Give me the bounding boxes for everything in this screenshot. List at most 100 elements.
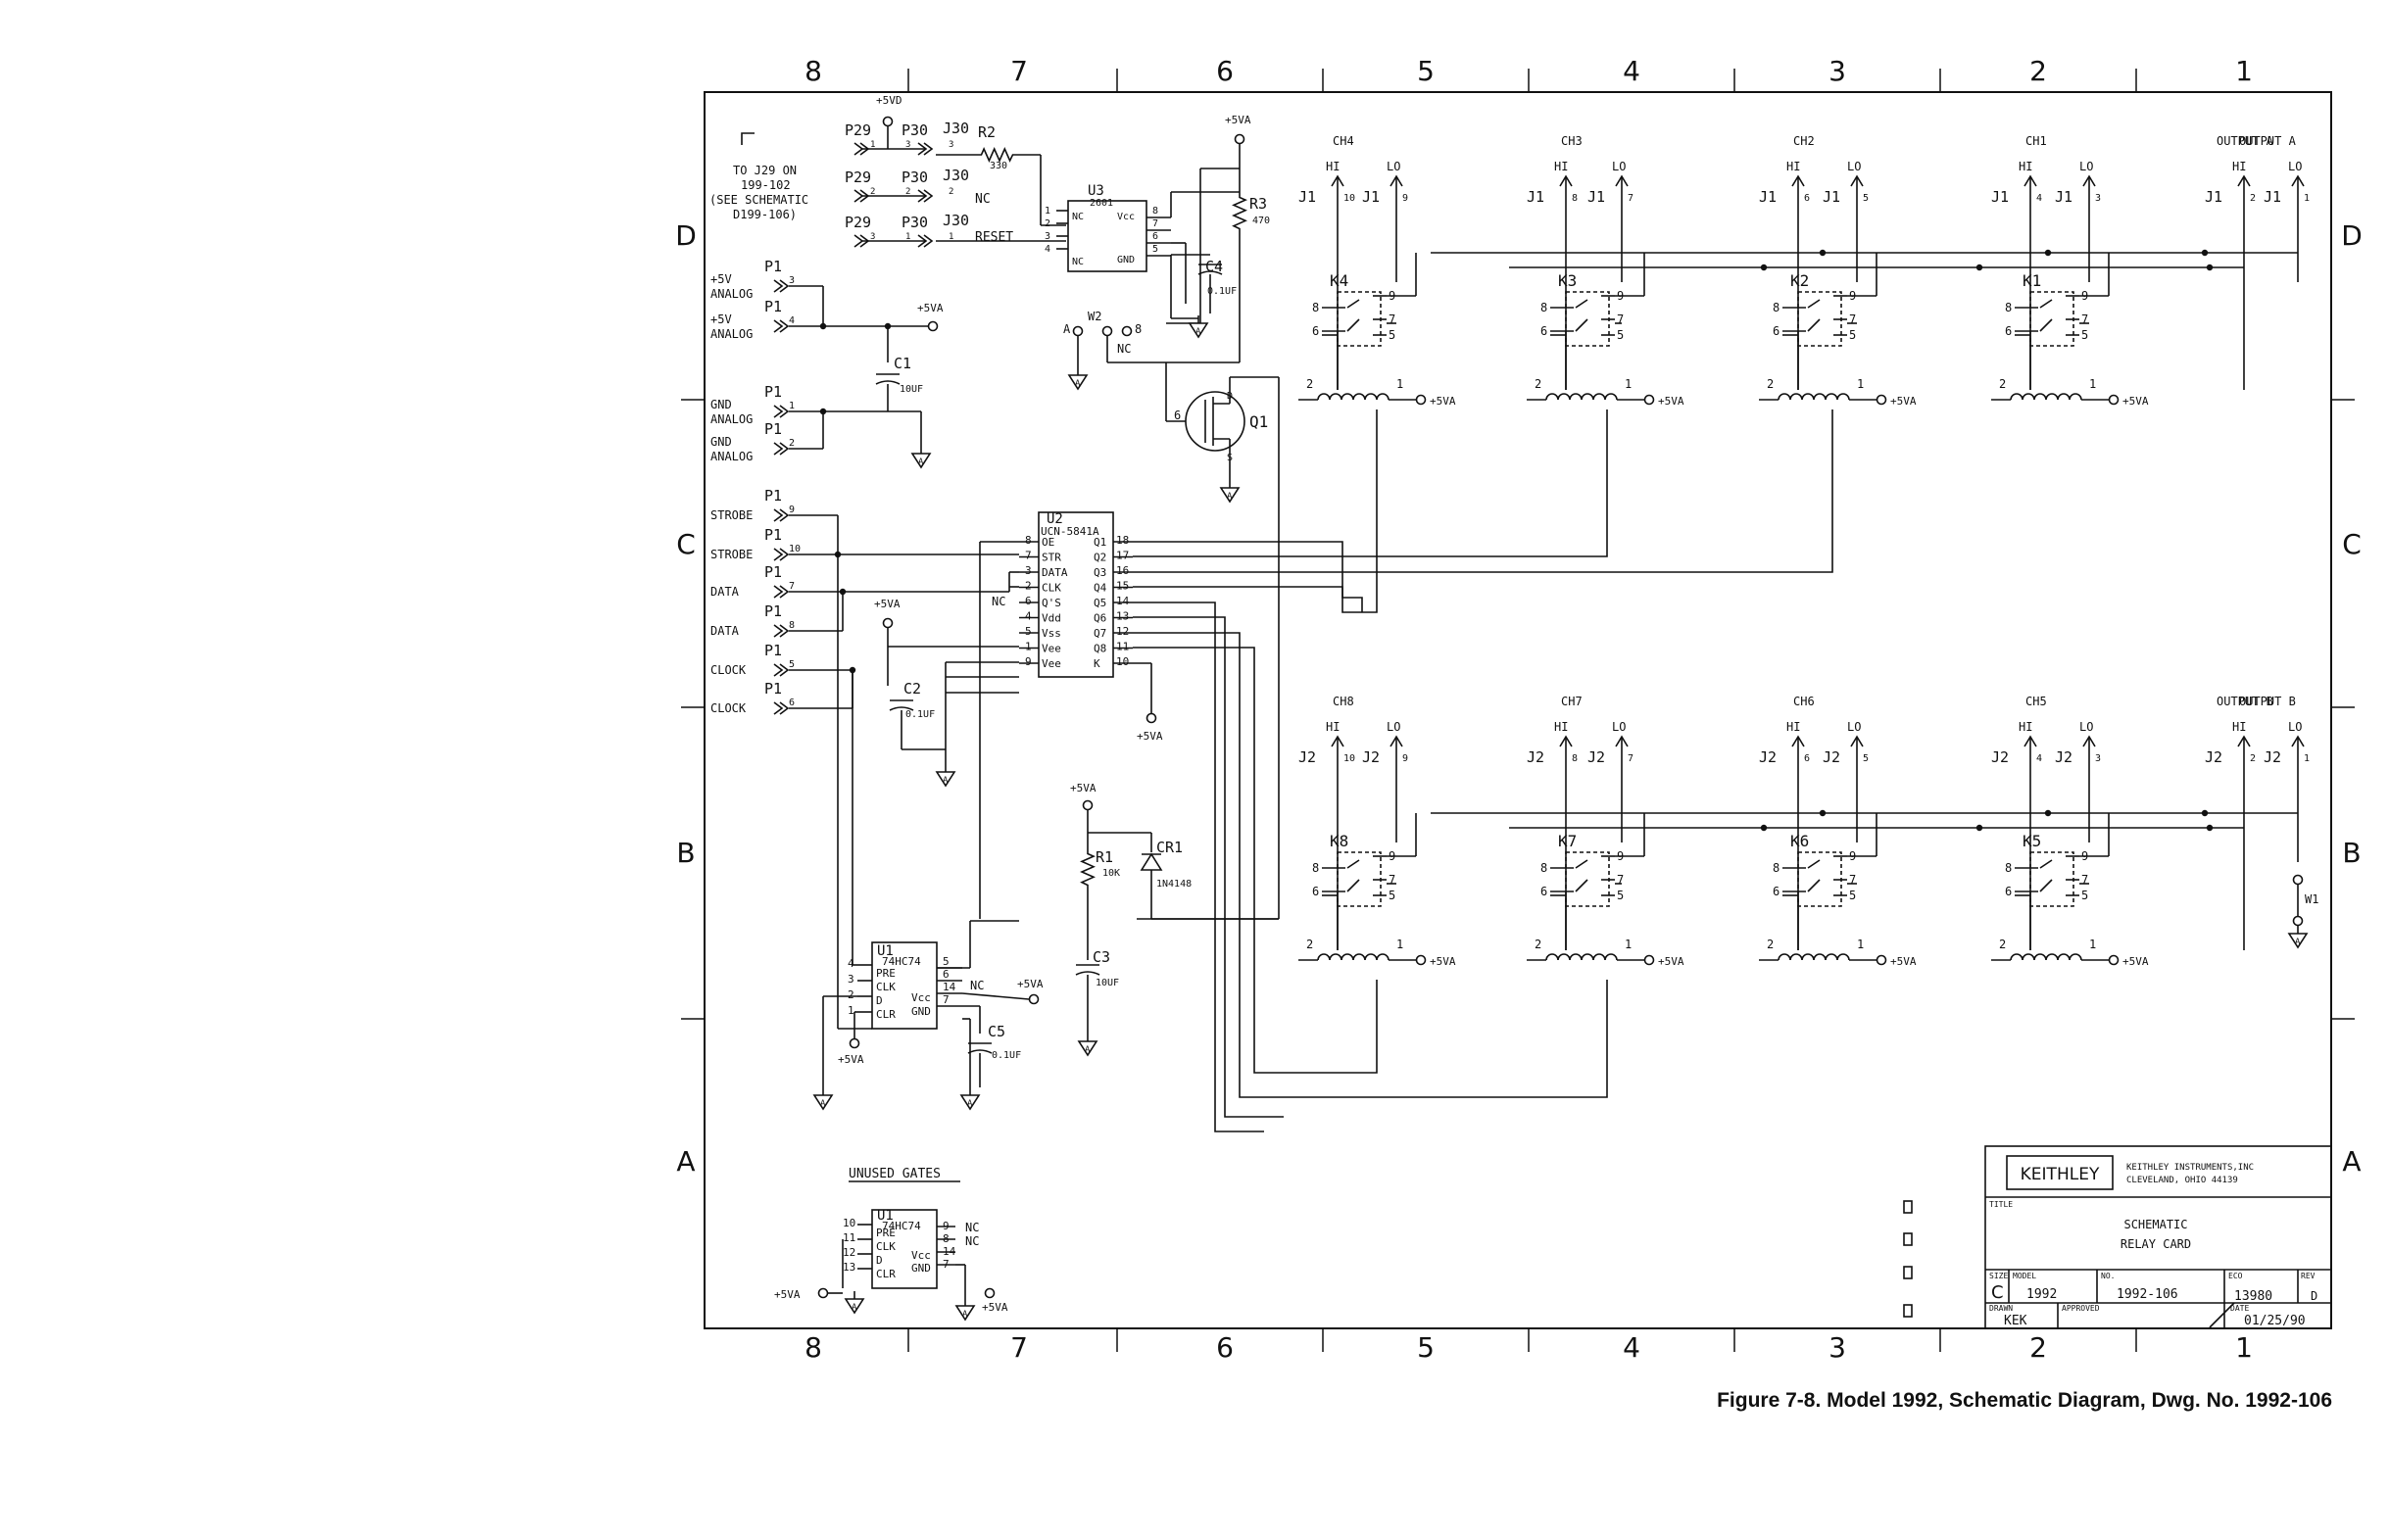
- u2-ic-body: [1038, 511, 1114, 678]
- relay-pin: 8: [1312, 861, 1319, 875]
- channel-label: CH4: [1333, 134, 1354, 148]
- p5va-label: +5VA: [1658, 955, 1684, 968]
- signal-label: CLOCK: [710, 663, 747, 677]
- p1-pin-number: 8: [789, 620, 795, 631]
- c5-value: 0.1UF: [992, 1050, 1021, 1061]
- lo-label: LO: [1612, 160, 1626, 173]
- u2-pin-number: 5: [1025, 625, 1032, 638]
- zone-col-label-bottom: 8: [804, 1331, 822, 1364]
- connector-label: J1: [1587, 188, 1605, 206]
- relay-contact: [2039, 318, 2053, 332]
- pin-number: 3: [905, 140, 910, 150]
- test-point-icon: [1903, 1200, 1913, 1214]
- connector-pin-icon: [779, 663, 790, 677]
- p1-pin-number: 7: [789, 581, 795, 592]
- coil-pin: 1: [1857, 377, 1864, 391]
- wire: [961, 992, 1030, 1000]
- terminal-circle: [927, 320, 939, 332]
- approval-stroke: [2209, 1302, 2235, 1328]
- p5vd-label: +5VD: [876, 94, 902, 107]
- u2-pin-name: Q4: [1094, 582, 1107, 595]
- ground-label: A: [967, 1099, 973, 1109]
- pin-number: 8: [943, 1232, 950, 1245]
- connector-label: J2: [2055, 748, 2072, 766]
- zone-col-label-top: 2: [2029, 55, 2047, 87]
- relay-pin: 7: [1617, 873, 1624, 887]
- p5va-label: +5VA: [2122, 395, 2149, 408]
- j-pin-number: 7: [1628, 193, 1633, 204]
- title-block: [1984, 1145, 2332, 1329]
- relay-label: K6: [1790, 832, 1809, 850]
- pin-number: 9: [943, 1220, 950, 1232]
- size-label: SIZE: [1989, 1272, 2008, 1280]
- j-pin-number: 3: [2095, 753, 2101, 764]
- u1-pin-name: D: [876, 1254, 883, 1267]
- relay-pin: 7: [2081, 873, 2088, 887]
- connector-pin-icon: [923, 189, 934, 203]
- u3-pin-nc: NC: [1072, 212, 1084, 222]
- junction-dot: [2044, 249, 2052, 257]
- up-arrow-icon: [1850, 735, 1864, 747]
- u2-pin-name: Q3: [1094, 566, 1106, 579]
- junction-dot: [819, 322, 827, 330]
- p1-label: P1: [764, 602, 782, 620]
- c4-value: 0.1UF: [1207, 286, 1237, 297]
- zone-col-label-top: 8: [804, 55, 822, 87]
- j30-label: J30: [943, 167, 969, 184]
- relay-pin: 5: [1849, 889, 1856, 902]
- ground-icon: [1077, 1040, 1098, 1057]
- u2-pin-number: 8: [1025, 534, 1032, 547]
- coil-pin: 1: [1625, 377, 1632, 391]
- j-pin-number: 8: [1572, 193, 1578, 204]
- zone-col-label-top: 4: [1623, 55, 1640, 87]
- q1-transistor-icon: [1185, 391, 1245, 452]
- u2-pin-name: Vss: [1042, 627, 1061, 640]
- p1-pin-number: 1: [789, 401, 795, 411]
- p1-label: P1: [764, 298, 782, 315]
- pin-number: 10: [843, 1217, 855, 1229]
- relay-contact: [1807, 299, 1821, 309]
- terminal-circle: [1234, 133, 1245, 145]
- u2-pin-name: K: [1094, 657, 1100, 670]
- resistor-icon: [1080, 847, 1096, 891]
- terminal-circle: [1415, 954, 1427, 966]
- coil-pin: 1: [1857, 938, 1864, 951]
- zone-row-label-left: C: [676, 528, 696, 560]
- rev-label: REV: [2301, 1272, 2316, 1280]
- zone-col-label-top: 1: [2235, 55, 2253, 87]
- up-arrow-icon: [1559, 735, 1573, 747]
- terminal-circle: [2292, 915, 2304, 927]
- junction-dot: [2206, 264, 2214, 271]
- ground-icon: [1188, 322, 1209, 339]
- u3-pin-vcc: Vcc: [1117, 212, 1135, 222]
- relay-pin: 7: [1389, 313, 1395, 326]
- u2-pin-number: 2: [1025, 580, 1032, 593]
- terminal-circle: [2108, 394, 2120, 406]
- relay-label: K8: [1330, 832, 1348, 850]
- u1-pin-name: CLK: [876, 1240, 896, 1253]
- up-arrow-icon: [2082, 735, 2096, 747]
- relay-pin: 6: [1773, 885, 1780, 898]
- ground-label: A: [962, 1310, 968, 1320]
- r3-value: 470: [1252, 216, 1270, 226]
- u1-pin-name: GND: [911, 1262, 931, 1275]
- terminal-circle: [1082, 799, 1094, 811]
- terminal-circle: [817, 1287, 829, 1299]
- u1-pin-name: Vcc: [911, 1249, 931, 1262]
- up-arrow-icon: [2291, 735, 2305, 747]
- approved-label: APPROVED: [2062, 1304, 2100, 1313]
- relay-pin: 8: [1773, 301, 1780, 314]
- relay-pin: 5: [2081, 328, 2088, 342]
- u3-pin-number: 1: [1045, 206, 1050, 217]
- capacitor-plate: [967, 1049, 993, 1054]
- u2-pin-number: 10: [1116, 655, 1129, 668]
- coil-drive-wire: [1133, 409, 1378, 613]
- lo-label: LO: [1847, 720, 1861, 734]
- connector-label: J2: [1527, 748, 1544, 766]
- j-pin-number: 6: [1804, 193, 1810, 204]
- ground-icon: [2287, 933, 2309, 949]
- u3-pin-gnd: GND: [1117, 255, 1135, 265]
- company-logo: KEITHLEY: [2021, 1165, 2100, 1184]
- j-pin-number: 5: [1863, 193, 1869, 204]
